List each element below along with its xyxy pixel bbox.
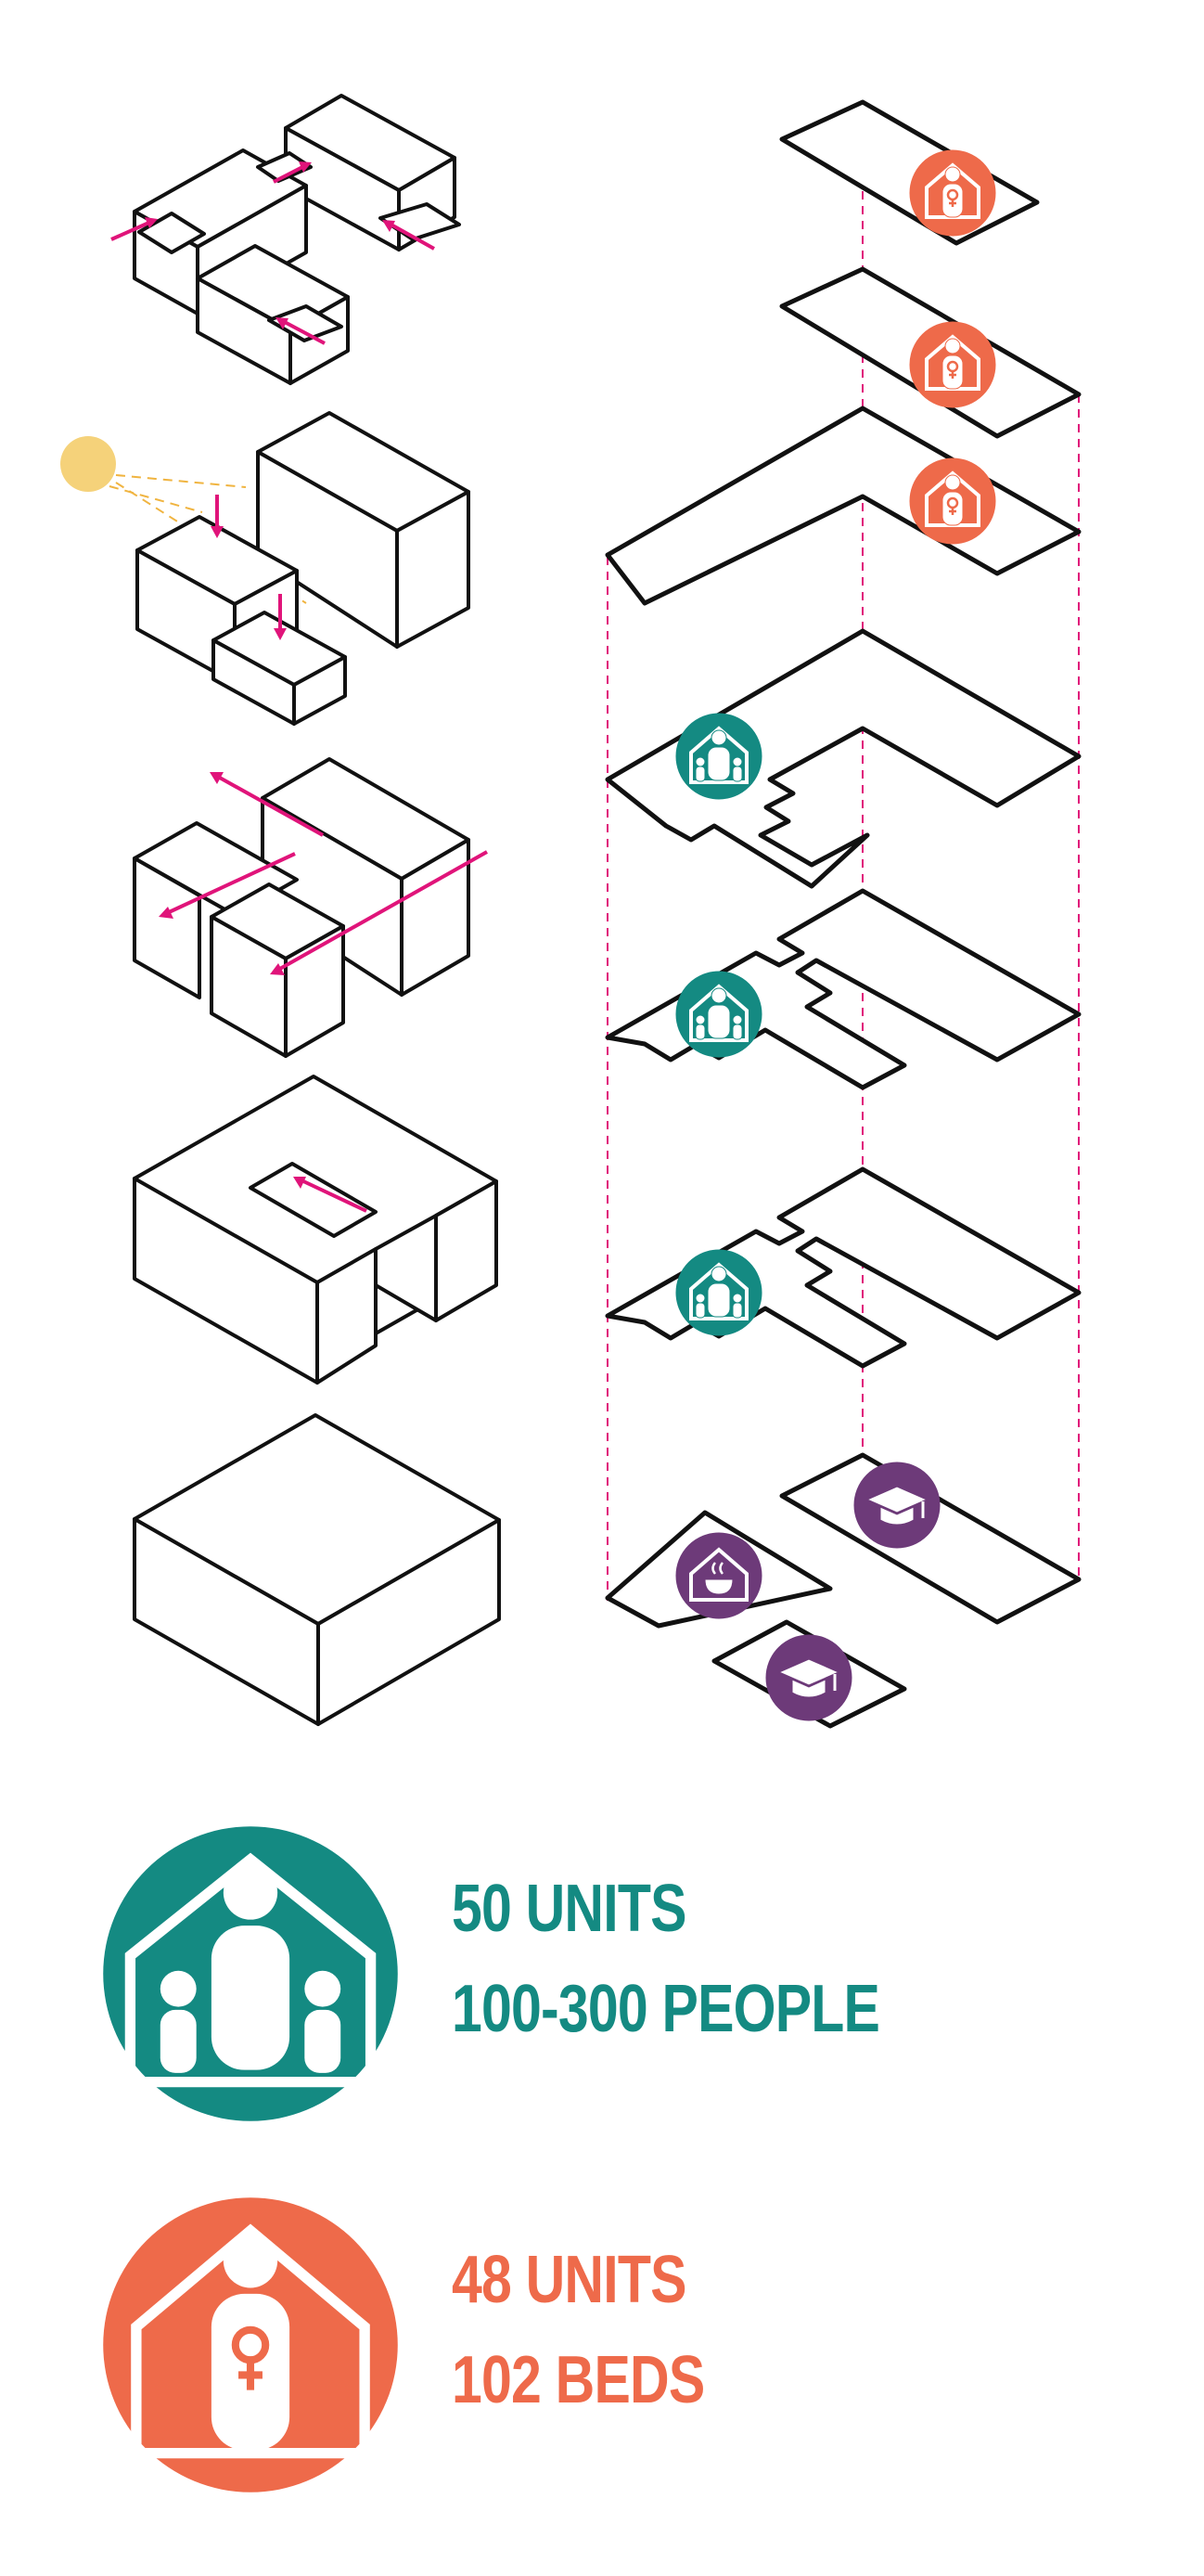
graduation-cap-icon bbox=[852, 1461, 941, 1550]
family-units-text: 50 UNITS bbox=[452, 1872, 686, 1946]
woman-house-icon bbox=[103, 2197, 398, 2492]
legend-family-housing: 50 UNITS 100-300 PEOPLE bbox=[0, 1823, 1204, 2157]
women-beds-text: 102 BEDS bbox=[452, 2343, 705, 2417]
woman-house-icon bbox=[908, 320, 997, 409]
massing-study-c-shape bbox=[133, 1075, 498, 1385]
massing-study-courtyards bbox=[110, 94, 461, 385]
sun-icon bbox=[60, 436, 116, 492]
woman-house-icon bbox=[908, 457, 997, 546]
massing-study-sunlight bbox=[60, 411, 470, 726]
family-house-icon bbox=[674, 712, 763, 801]
family-people-text: 100-300 PEOPLE bbox=[452, 1972, 880, 2046]
legend-women-housing: 48 UNITS 102 BEDS bbox=[0, 2195, 1204, 2529]
family-house-icon bbox=[674, 970, 763, 1059]
floor-plate-4 bbox=[605, 888, 1082, 1090]
vertical-guides bbox=[607, 176, 1080, 1601]
women-units-text: 48 UNITS bbox=[452, 2243, 686, 2317]
woman-house-icon bbox=[908, 148, 997, 238]
floor-plate-3 bbox=[605, 1166, 1082, 1369]
graduation-cap-icon bbox=[764, 1633, 853, 1722]
massing-study-ventilation bbox=[133, 757, 488, 1058]
floor-plate-5 bbox=[605, 628, 1082, 889]
massing-study-solid-block bbox=[133, 1413, 501, 1726]
massing-diagram bbox=[60, 94, 1082, 1729]
family-house-icon bbox=[674, 1248, 763, 1337]
floor-plate-6 bbox=[605, 406, 1082, 606]
floor-plate-roof bbox=[779, 99, 1040, 246]
kitchen-house-icon bbox=[674, 1531, 763, 1620]
family-house-icon bbox=[103, 1826, 398, 2121]
